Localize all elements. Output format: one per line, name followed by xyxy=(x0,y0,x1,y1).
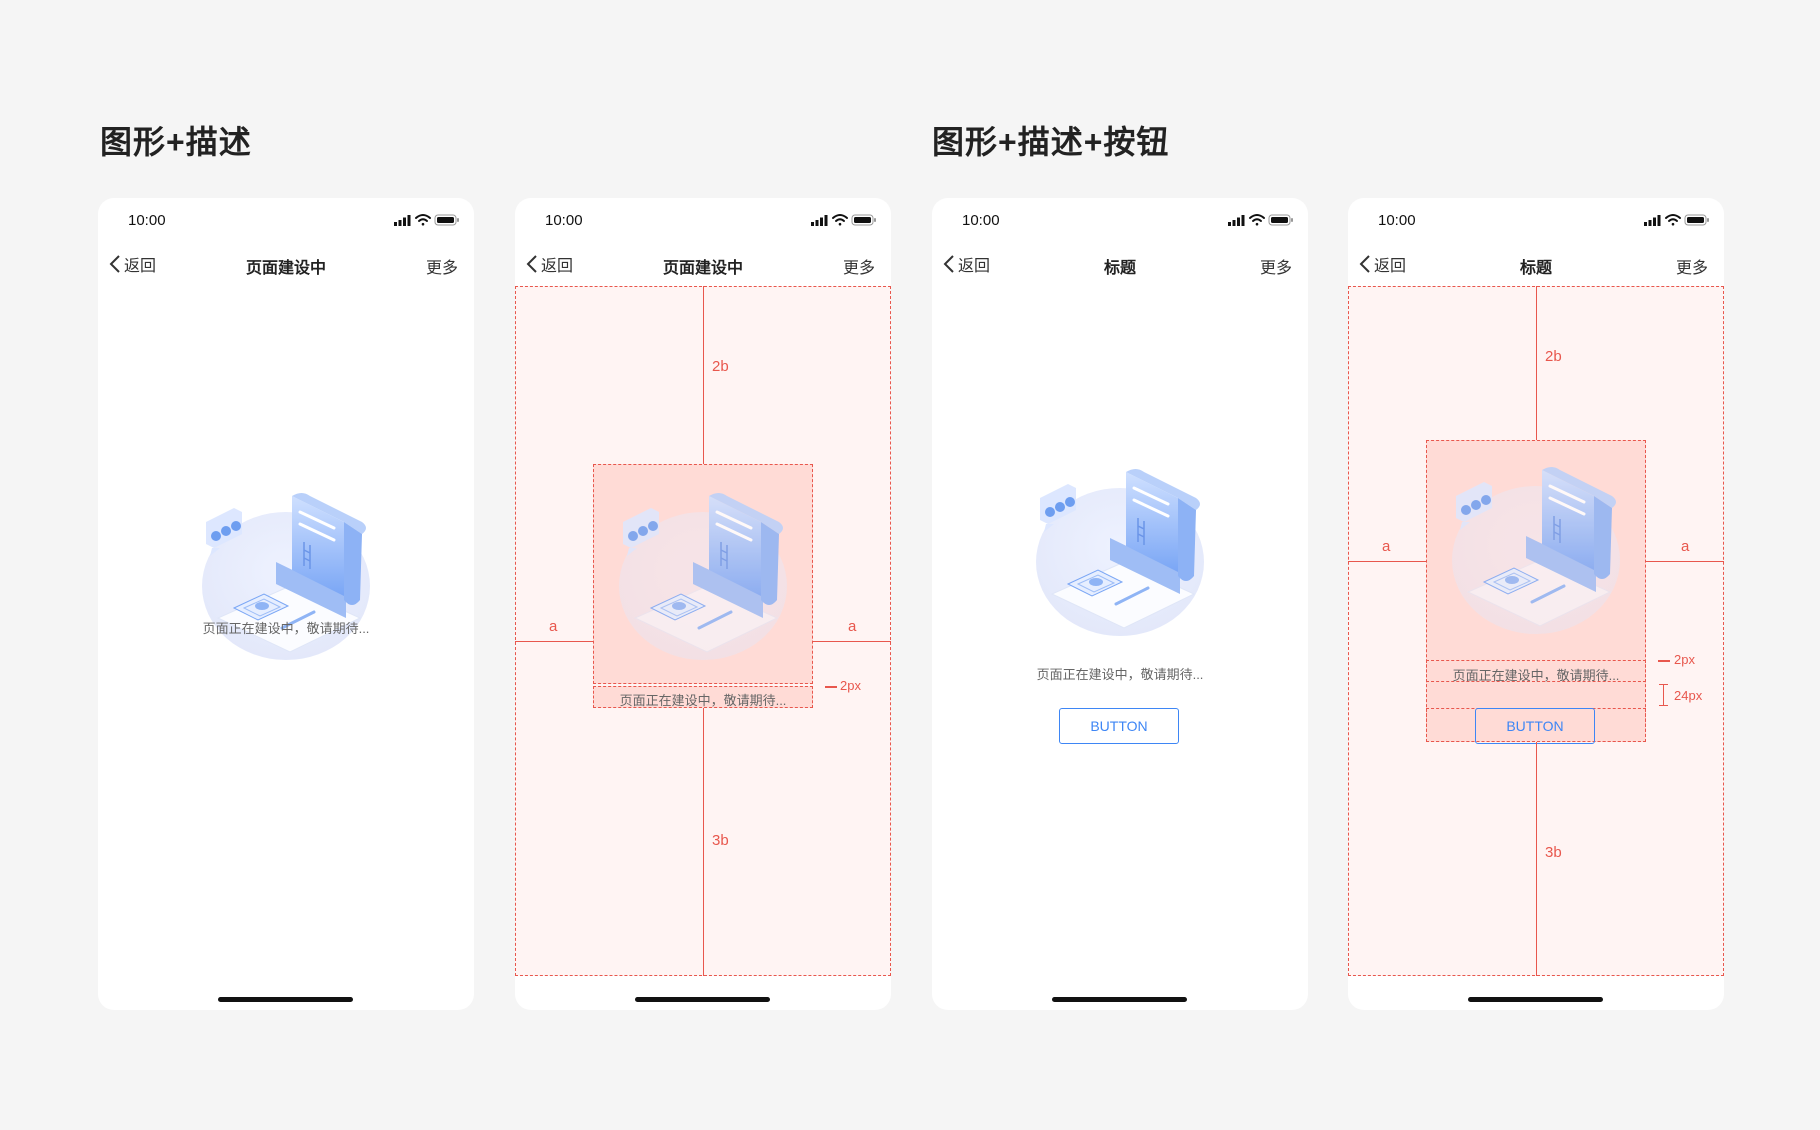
status-time: 10:00 xyxy=(128,212,166,229)
back-button[interactable]: 返回 xyxy=(108,252,156,276)
right-margin-line xyxy=(1646,561,1724,562)
nav-bar: 返回 标题 更多 xyxy=(1348,242,1724,286)
signal-icon xyxy=(1228,215,1245,226)
back-chevron-icon xyxy=(109,255,120,273)
nav-bar: 返回 页面建设中 更多 xyxy=(515,242,891,286)
left-margin-line xyxy=(515,641,593,642)
bottom-margin-line xyxy=(1536,742,1537,976)
button-gap-cap-top xyxy=(1659,684,1668,685)
nav-bar: 返回 页面建设中 更多 xyxy=(98,242,474,286)
section-title-graphic-description-button: 图形+描述+按钮 xyxy=(932,124,1170,160)
text-gap-label: 2px xyxy=(1674,652,1695,667)
page-title: 标题 xyxy=(1103,260,1136,277)
bottom-margin-label: 3b xyxy=(1545,844,1562,861)
back-button[interactable]: 返回 xyxy=(525,252,573,276)
wifi-icon xyxy=(415,214,431,226)
top-margin-label: 2b xyxy=(712,358,729,375)
phone-screen-2: 10:00 返回 页面建设中 更多 2b xyxy=(515,198,891,1010)
status-bar: 10:00 xyxy=(932,198,1308,242)
under-construction-illustration xyxy=(619,493,787,660)
status-time: 10:00 xyxy=(1378,212,1416,229)
right-margin-line xyxy=(813,641,891,642)
top-margin-line xyxy=(703,286,704,464)
action-button[interactable]: BUTTON xyxy=(1059,708,1179,744)
back-label: 返回 xyxy=(958,258,991,275)
more-button[interactable]: 更多 xyxy=(1259,260,1292,277)
status-time: 10:00 xyxy=(545,212,583,229)
page-title: 页面建设中 xyxy=(245,260,326,277)
back-label: 返回 xyxy=(1374,258,1407,275)
text-bounding-box xyxy=(593,686,813,708)
description-text: 页面正在建设中，敬请期待... xyxy=(1036,667,1204,682)
signal-icon xyxy=(811,215,828,226)
right-margin-label: a xyxy=(848,618,857,635)
wifi-icon xyxy=(1249,214,1265,226)
action-button[interactable]: BUTTON xyxy=(1475,708,1595,744)
nav-bar: 返回 标题 更多 xyxy=(932,242,1308,286)
text-gap-marker xyxy=(1658,660,1670,662)
left-margin-label: a xyxy=(549,618,558,635)
more-button[interactable]: 更多 xyxy=(425,260,458,277)
home-indicator xyxy=(635,997,770,1002)
section-title-graphic-description: 图形+描述 xyxy=(100,124,252,160)
status-icons xyxy=(394,214,459,226)
home-indicator xyxy=(1468,997,1603,1002)
status-bar: 10:00 xyxy=(1348,198,1724,242)
home-indicator xyxy=(218,997,353,1002)
back-chevron-icon xyxy=(1359,255,1370,273)
status-icons xyxy=(811,214,876,226)
phone-screen-1: 10:00 返回 页面建设中 更多 xyxy=(98,198,474,1010)
battery-icon xyxy=(1268,214,1293,226)
back-chevron-icon xyxy=(526,255,537,273)
button-gap-cap-bottom xyxy=(1659,705,1668,706)
description-text: 页面正在建设中，敬请期待... xyxy=(1452,668,1620,683)
signal-icon xyxy=(394,215,411,226)
phone-screen-4: 10:00 返回 标题 更多 2b xyxy=(1348,198,1724,1010)
page-title: 页面建设中 xyxy=(662,260,743,277)
left-margin-line xyxy=(1348,561,1426,562)
battery-icon xyxy=(851,214,876,226)
button-gap-marker xyxy=(1663,684,1664,706)
signal-icon xyxy=(1644,215,1661,226)
more-button[interactable]: 更多 xyxy=(1675,260,1708,277)
wifi-icon xyxy=(1665,214,1681,226)
back-button[interactable]: 返回 xyxy=(1358,252,1406,276)
status-time: 10:00 xyxy=(962,212,1000,229)
right-margin-label: a xyxy=(1681,538,1690,555)
bottom-margin-line xyxy=(703,708,704,976)
page-title: 标题 xyxy=(1519,260,1552,277)
text-gap-marker xyxy=(825,686,837,688)
back-label: 返回 xyxy=(541,258,574,275)
under-construction-illustration xyxy=(1036,469,1204,636)
more-button[interactable]: 更多 xyxy=(842,260,875,277)
text-bounding-box xyxy=(1426,660,1646,682)
back-chevron-icon xyxy=(943,255,954,273)
wifi-icon xyxy=(832,214,848,226)
description-text: 页面正在建设中，敬请期待... xyxy=(202,621,370,636)
battery-icon xyxy=(434,214,459,226)
status-icons xyxy=(1228,214,1293,226)
text-gap-label: 2px xyxy=(840,678,861,693)
under-construction-illustration xyxy=(1452,467,1620,634)
home-indicator xyxy=(1052,997,1187,1002)
button-gap-label: 24px xyxy=(1674,688,1703,703)
battery-icon xyxy=(1684,214,1709,226)
left-margin-label: a xyxy=(1382,538,1391,555)
top-margin-line xyxy=(1536,286,1537,440)
description-text: 页面正在建设中，敬请期待... xyxy=(619,693,787,708)
top-margin-label: 2b xyxy=(1545,348,1562,365)
phone-screen-3: 10:00 返回 标题 更多 页面 xyxy=(932,198,1308,1010)
status-bar: 10:00 xyxy=(98,198,474,242)
back-button[interactable]: 返回 xyxy=(942,252,990,276)
status-icons xyxy=(1644,214,1709,226)
status-bar: 10:00 xyxy=(515,198,891,242)
back-label: 返回 xyxy=(124,258,157,275)
bottom-margin-label: 3b xyxy=(712,832,729,849)
under-construction-illustration xyxy=(202,493,370,660)
